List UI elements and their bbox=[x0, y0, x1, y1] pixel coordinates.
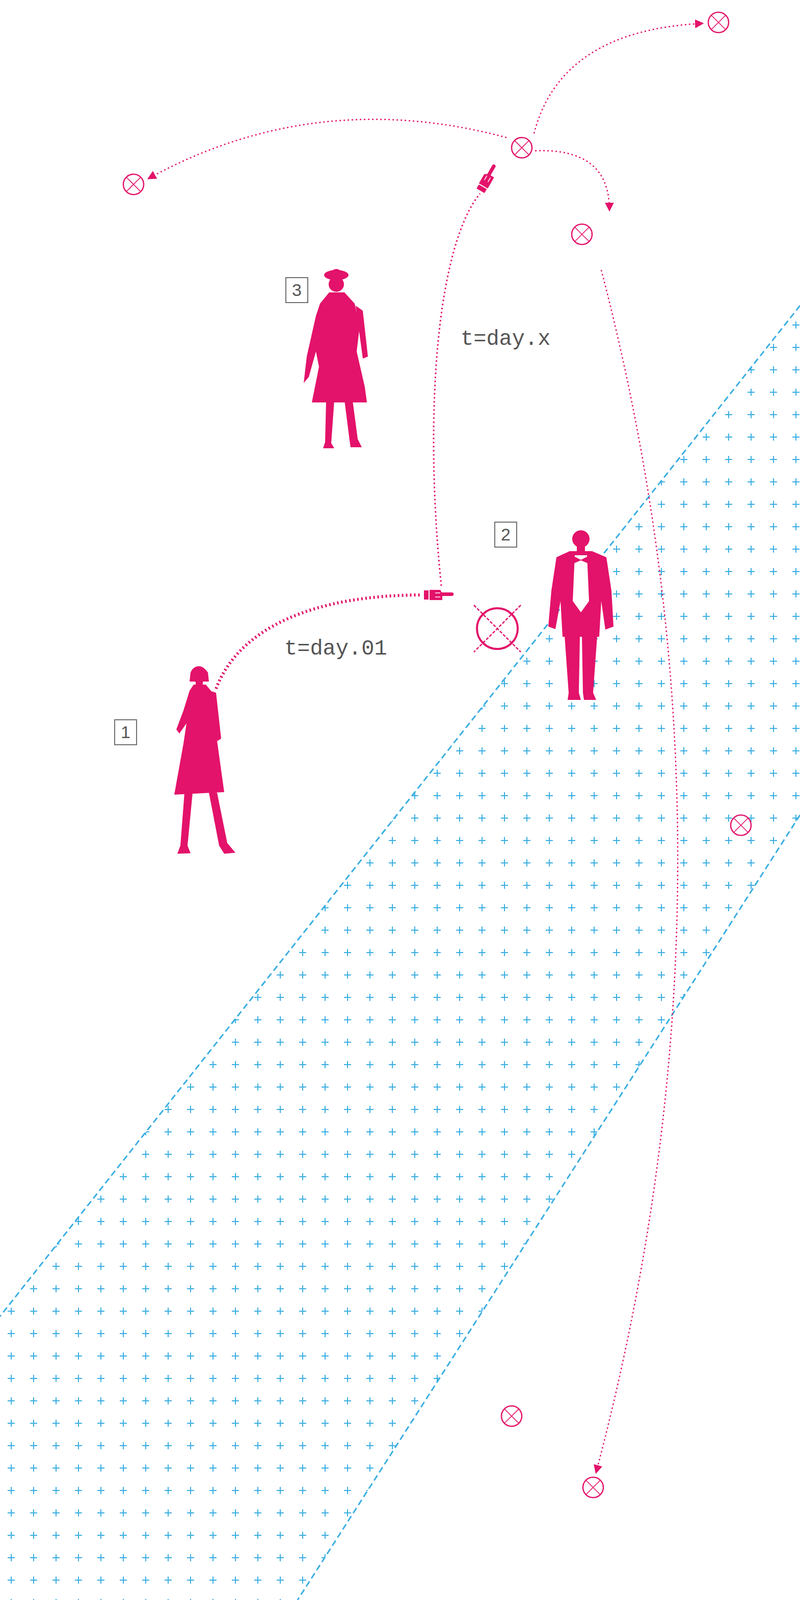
pointing-hand bbox=[475, 162, 500, 194]
woman-figure bbox=[174, 666, 236, 855]
target-marker bbox=[473, 605, 521, 653]
callout-number: 1 bbox=[114, 719, 138, 746]
target-markers bbox=[123, 12, 752, 1499]
target-marker bbox=[730, 815, 752, 836]
callout-number: 2 bbox=[494, 521, 518, 548]
path-arrow bbox=[596, 270, 678, 1473]
target-marker bbox=[511, 137, 532, 158]
target-marker bbox=[123, 174, 144, 195]
path-arrow bbox=[433, 193, 480, 586]
target-marker bbox=[501, 1406, 522, 1427]
woman-figure bbox=[303, 269, 368, 449]
time-label: t=day.x bbox=[458, 326, 553, 353]
man-figure bbox=[548, 530, 614, 701]
path-arrows bbox=[148, 23, 703, 1473]
callout-number: 3 bbox=[285, 277, 309, 304]
pointing-hand bbox=[423, 590, 455, 601]
target-marker bbox=[582, 1477, 604, 1499]
target-marker bbox=[708, 12, 729, 33]
path-arrow bbox=[535, 150, 610, 210]
path-arrow bbox=[216, 595, 422, 689]
path-arrow bbox=[148, 119, 507, 179]
time-label: t=day.01 bbox=[282, 635, 390, 663]
path-arrow bbox=[534, 23, 703, 134]
walkway-band bbox=[0, 305, 800, 1600]
target-marker bbox=[571, 224, 593, 245]
